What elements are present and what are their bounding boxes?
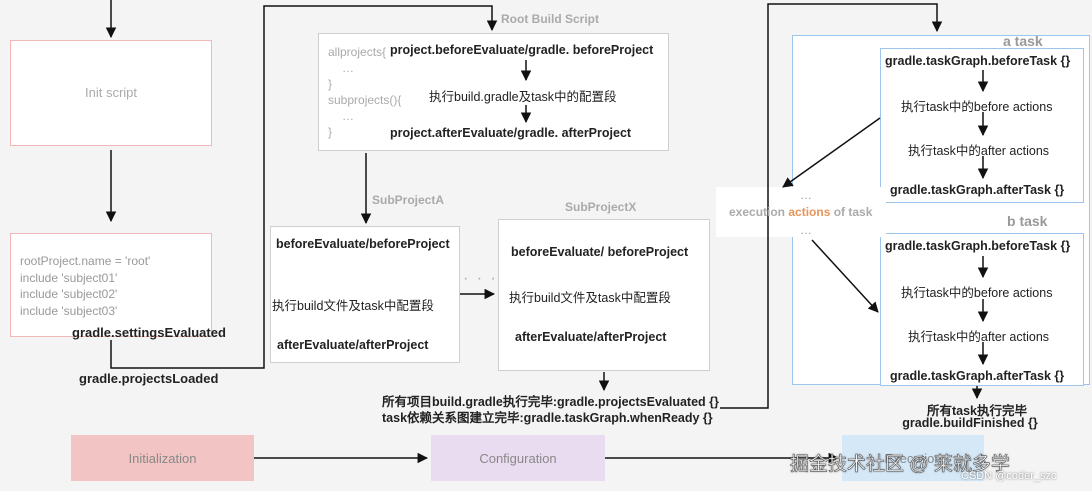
a-task-box [880, 48, 1084, 203]
subproject-a-execute: 执行build文件及task中配置段 [272, 299, 434, 313]
root-code-line: … [342, 109, 354, 123]
settings-evaluated-label: gradle.settingsEvaluated [72, 325, 226, 340]
all-tasks-done-label: 所有task执行完毕 [926, 404, 1028, 418]
subproject-a-box [270, 226, 460, 363]
a-task-before-task: gradle.taskGraph.beforeTask {} [885, 54, 1071, 68]
root-code-line: subprojects(){ [328, 93, 402, 107]
settings-line: include 'subject02' [20, 287, 118, 301]
subproject-x-title: SubProjectX [565, 200, 637, 214]
settings-line: rootProject.name = 'root' [20, 254, 151, 268]
root-code-line: } [328, 77, 333, 91]
b-task-before-actions: 执行task中的before actions [901, 286, 1053, 300]
a-task-after-actions: 执行task中的after actions [908, 144, 1050, 158]
subproject-x-after: afterEvaluate/afterProject [515, 330, 667, 344]
subproject-a-after: afterEvaluate/afterProject [277, 338, 429, 352]
execution-dots-top: … [800, 188, 812, 202]
root-code-line: … [342, 61, 354, 75]
b-task-after-actions: 执行task中的after actions [908, 330, 1050, 344]
execution-dots-bottom: … [800, 223, 812, 237]
root-code-line: } [328, 125, 333, 139]
subproject-x-execute: 执行build文件及task中配置段 [509, 291, 671, 305]
a-task-after-task: gradle.taskGraph.afterTask {} [890, 183, 1065, 197]
execution-label-panel [716, 187, 886, 237]
b-task-after-task: gradle.taskGraph.afterTask {} [890, 369, 1065, 383]
execution-label-suffix: of task [830, 205, 873, 219]
root-before-evaluate: project.beforeEvaluate/gradle. beforePro… [390, 43, 654, 57]
subproject-x-before: beforeEvaluate/ beforeProject [511, 245, 689, 259]
phase-execution: Execution [842, 435, 984, 481]
init-script-box [10, 40, 212, 146]
phase-configuration: Configuration [431, 435, 605, 481]
watermark-main: 掘金技术社区 @ 莱就多学 [790, 454, 1010, 476]
phase-initialization: Initialization [71, 435, 254, 481]
projects-loaded-label: gradle.projectsLoaded [79, 371, 219, 386]
subproject-ellipsis: · · · [463, 270, 498, 287]
watermark-sub: CSDN @coder_szc [961, 470, 1057, 482]
execution-label-highlight: actions [788, 205, 831, 219]
subproject-x-box [498, 219, 710, 371]
root-build-script-title: Root Build Script [501, 12, 599, 26]
root-execute-config: 执行build.gradle及task中的配置段 [429, 86, 617, 105]
b-task-title: b task [1007, 213, 1048, 229]
root-code: allprojects{ … } subprojects(){ … } [328, 44, 401, 140]
a-task-title: a task [1003, 33, 1043, 49]
execution-actions-label: execution actions of task [729, 205, 872, 219]
task-graph-ready-label: task依赖关系图建立完毕:gradle.taskGraph.whenReady… [382, 411, 713, 425]
settings-box [10, 233, 212, 337]
settings-line: include 'subject03' [20, 303, 118, 318]
a-task-before-actions: 执行task中的before actions [901, 100, 1053, 114]
build-finished-label: gradle.buildFinished {} [902, 416, 1038, 430]
projects-evaluated-label: 所有项目build.gradle执行完毕:gradle.projectsEval… [382, 395, 719, 409]
settings-line: include 'subject01' [20, 270, 118, 285]
b-task-before-task: gradle.taskGraph.beforeTask {} [885, 239, 1071, 253]
settings-code: rootProject.name = 'root' include 'subje… [20, 253, 150, 319]
init-script-label: Init script [84, 85, 138, 100]
execution-label-prefix: execution [729, 205, 789, 219]
root-after-evaluate: project.afterEvaluate/gradle. afterProje… [390, 126, 632, 140]
subproject-a-title: SubProjectA [372, 193, 445, 207]
root-code-line: allprojects{ [328, 45, 387, 59]
subproject-a-before: beforeEvaluate/beforeProject [276, 237, 450, 251]
